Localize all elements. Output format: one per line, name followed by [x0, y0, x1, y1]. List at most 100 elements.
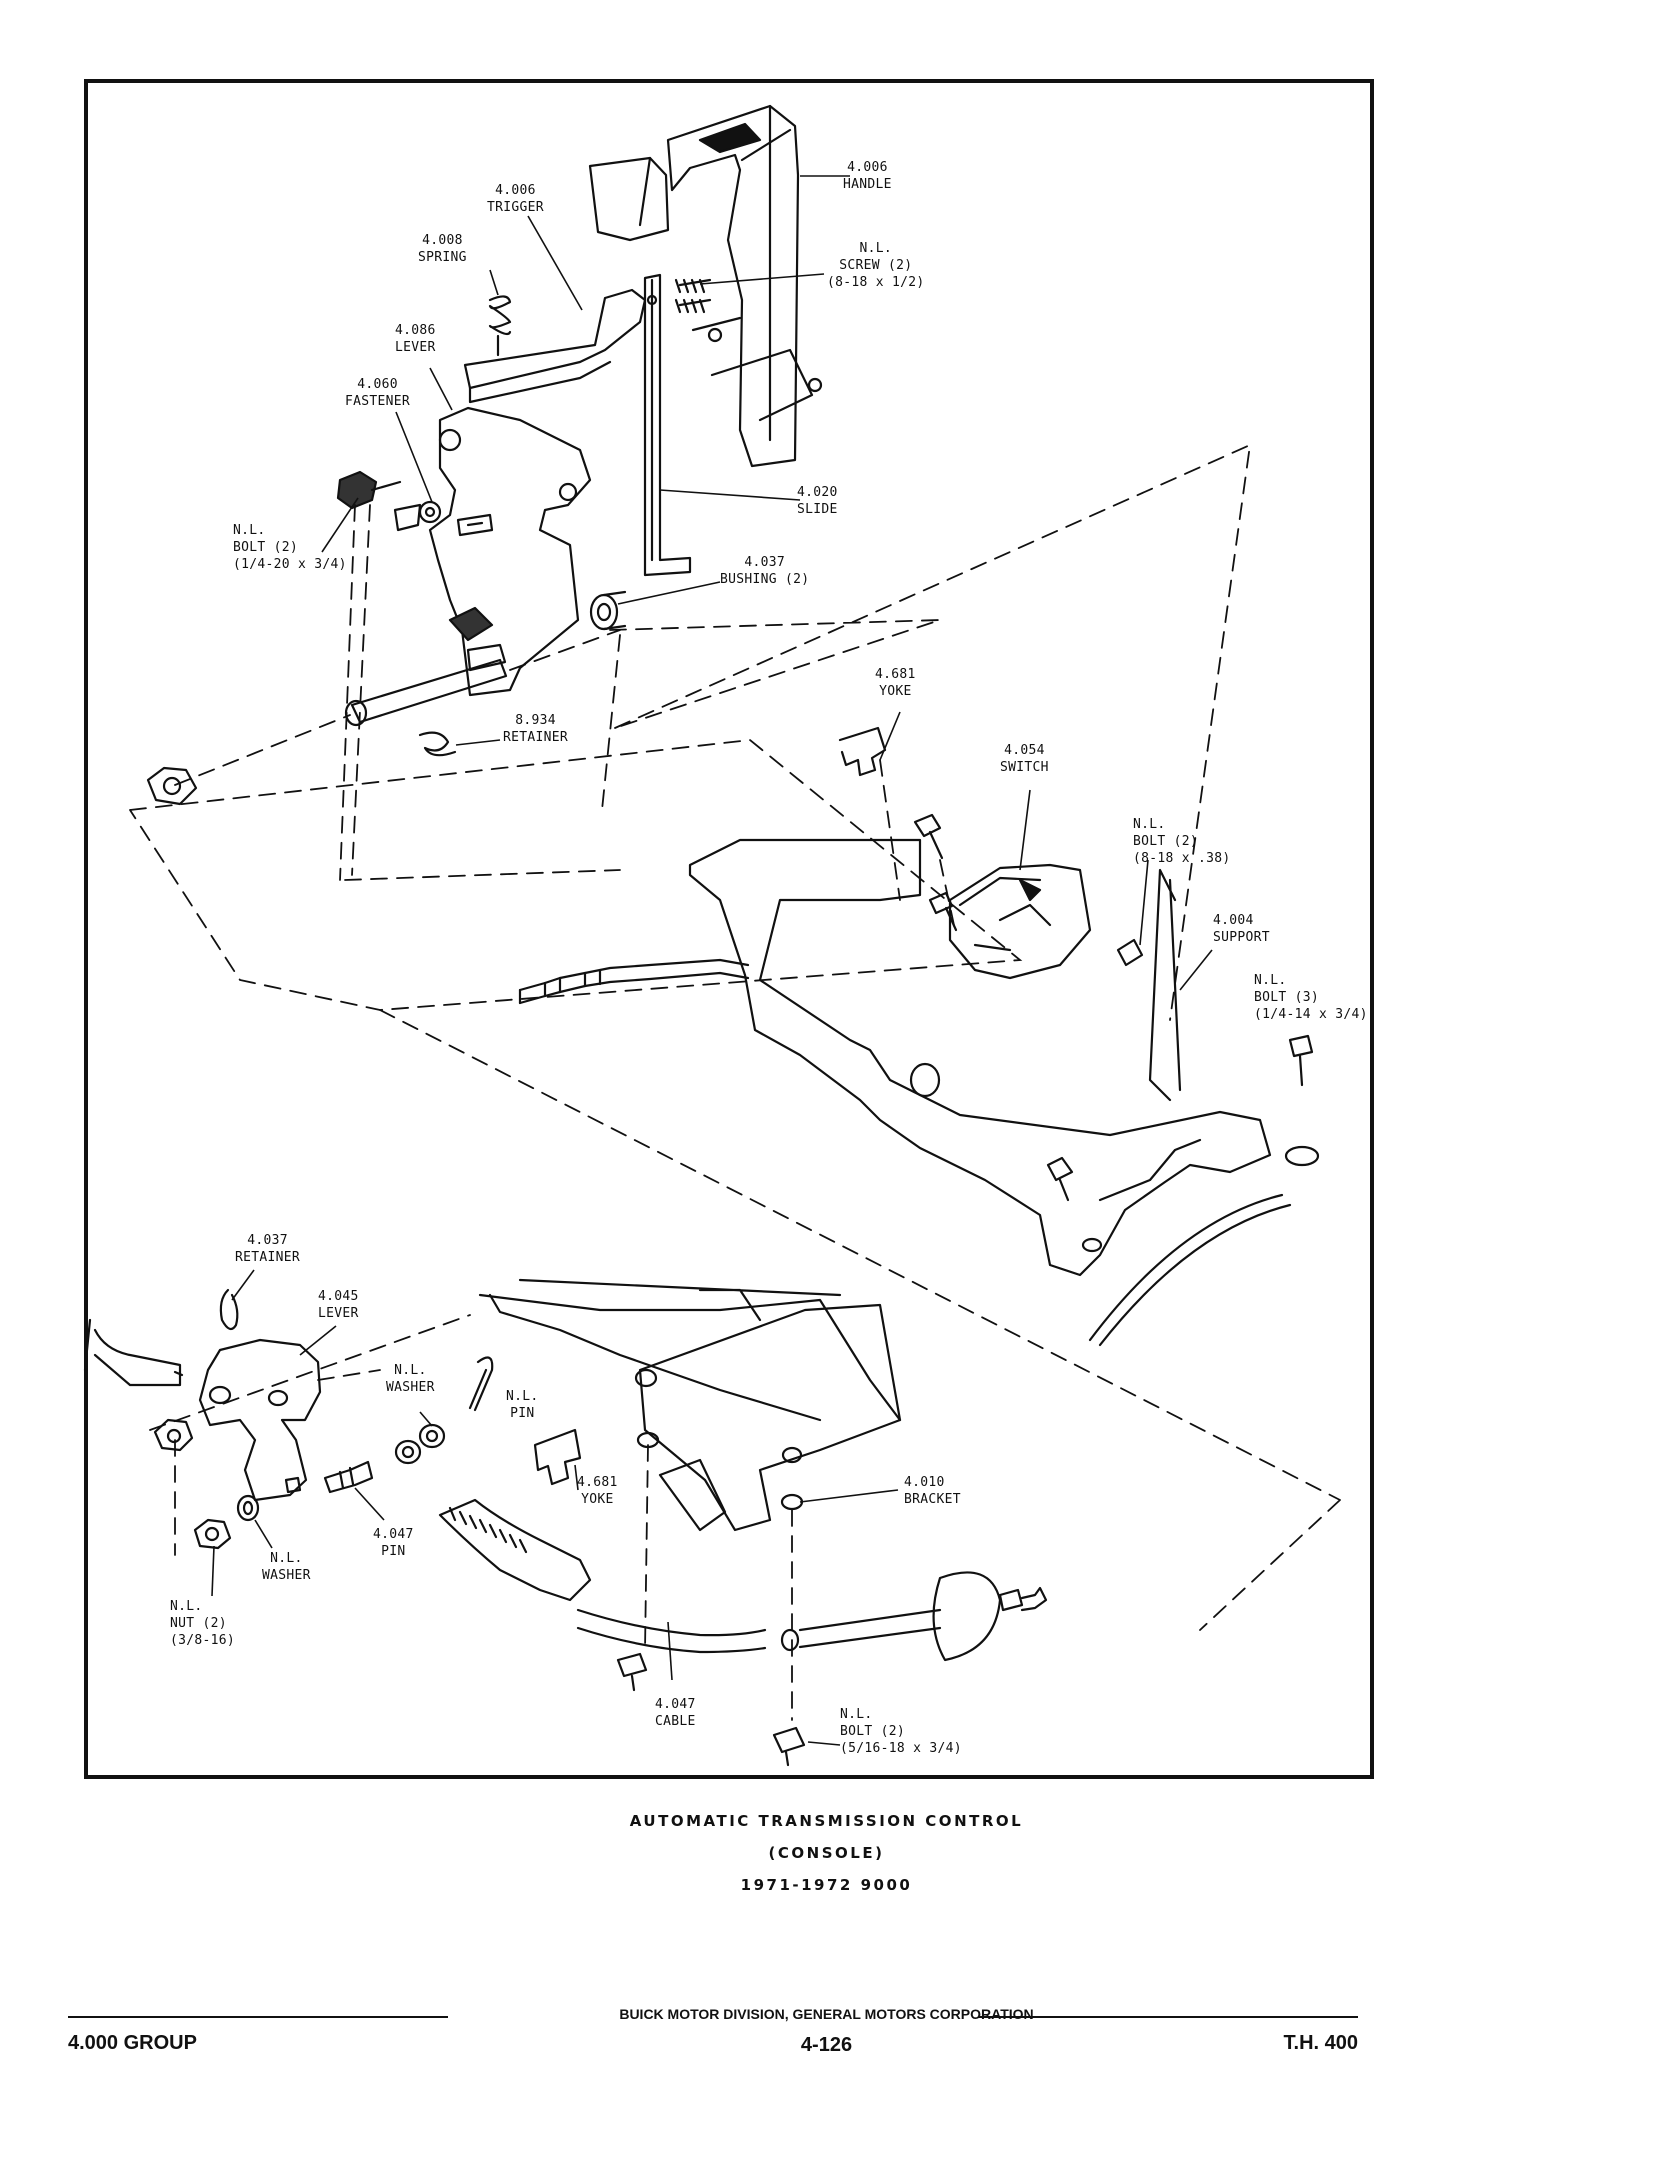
leader-bolt-switch — [1139, 859, 1149, 946]
handle-part — [666, 104, 823, 468]
bolt-top-left — [336, 470, 402, 510]
label-nl-bolt-switch-num: N.L. — [1133, 817, 1166, 832]
label-nl-screw-name: SCREW (2) — [839, 258, 913, 273]
cable-bottom-part — [438, 1498, 942, 1654]
washer-bottom-top — [418, 1423, 446, 1449]
floor-pan-edge — [1088, 1193, 1292, 1347]
label-handle: 4.006 HANDLE — [843, 159, 892, 193]
leader-trigger — [527, 215, 583, 311]
label-bushing-name: BUSHING (2) — [720, 572, 810, 587]
cable-eye — [394, 1439, 422, 1465]
bracket-part — [478, 1293, 902, 1532]
label-nl-bolt-support: N.L. BOLT (3) (1/4-14 x 3/4) — [1254, 972, 1368, 1023]
label-nl-bolt-bottom-spec: (5/16-18 x 3/4) — [840, 1741, 962, 1756]
label-nl-washer-top: N.L. WASHER — [386, 1362, 435, 1396]
diagram-frame — [84, 79, 1374, 1779]
label-switch: 4.054 SWITCH — [1000, 742, 1049, 776]
label-bracket-num: 4.010 — [904, 1475, 945, 1490]
label-nl-screw-num: N.L. — [859, 241, 893, 256]
footer-rule-left — [68, 2016, 448, 2018]
label-switch-name: SWITCH — [1000, 760, 1049, 775]
label-nl-bolt-support-num: N.L. — [1254, 973, 1287, 988]
label-nl-pin-name: PIN — [510, 1406, 535, 1421]
label-retainer-bottom: 4.037 RETAINER — [235, 1232, 300, 1266]
label-yoke-top-name: YOKE — [879, 684, 912, 699]
phantom-line-vertical-a — [339, 504, 621, 881]
lever-bolt — [456, 513, 494, 537]
phantom-line-shaft — [174, 629, 621, 786]
support-bolt-lower — [1046, 1156, 1074, 1202]
bushing-part — [589, 590, 627, 631]
label-nl-bolt-support-name: BOLT (3) — [1254, 990, 1320, 1005]
leader-washer-bottom — [254, 1519, 273, 1549]
trigger-part — [463, 156, 670, 404]
leader-bolt-top — [321, 497, 359, 553]
label-cable: 4.047 CABLE — [655, 1696, 696, 1730]
footer-division: BUICK MOTOR DIVISION, GENERAL MOTORS COR… — [619, 2006, 1034, 2022]
phantom-line-bolt-drop — [644, 1444, 793, 1721]
leader-support — [1179, 949, 1213, 991]
label-spring-name: SPRING — [418, 250, 467, 265]
leader-cable — [667, 1621, 673, 1681]
nut-bottom-left-lower — [193, 1518, 232, 1550]
label-handle-num: 4.006 — [847, 160, 888, 175]
screw-lower — [674, 298, 712, 314]
label-yoke-top-num: 4.681 — [875, 667, 916, 682]
label-nl-bolt-top: N.L. BOLT (2) (1/4-20 x 3/4) — [233, 522, 347, 573]
label-nl-washer-top-name: WASHER — [386, 1380, 435, 1395]
lever-bottom-part — [198, 1338, 322, 1502]
label-nl-nut: N.L. NUT (2) (3/8-16) — [170, 1598, 235, 1649]
label-spring-num: 4.008 — [422, 233, 463, 248]
phantom-line-vertical-b — [601, 634, 621, 811]
label-spring: 4.008 SPRING — [418, 232, 467, 266]
phantom-line-bottom-shaft — [149, 1314, 471, 1556]
label-retainer-bottom-name: RETAINER — [235, 1250, 301, 1265]
leader-fastener — [395, 411, 433, 503]
leader-yoke-bottom — [574, 1464, 579, 1491]
label-bushing: 4.037 BUSHING (2) — [720, 554, 809, 588]
label-lever-bottom-name: LEVER — [318, 1306, 359, 1321]
label-nl-bolt-bottom: N.L. BOLT (2) (5/16-18 x 3/4) — [840, 1706, 962, 1757]
leader-lever-bottom — [299, 1325, 337, 1356]
label-bushing-num: 4.037 — [744, 555, 786, 570]
caption-years: 1971-1972 9000 — [740, 1876, 913, 1894]
label-nl-nut-spec: (3/8-16) — [170, 1633, 236, 1648]
bolt-bottom-right — [772, 1726, 806, 1767]
label-retainer-top-name: RETAINER — [503, 730, 569, 745]
label-nl-nut-name: NUT (2) — [170, 1616, 227, 1631]
label-yoke-top: 4.681 YOKE — [875, 666, 916, 700]
retainer-bottom-part — [219, 1288, 239, 1331]
label-nl-bolt-switch: N.L. BOLT (2) (8-18 x .38) — [1133, 816, 1231, 867]
label-support-name: SUPPORT — [1213, 930, 1270, 945]
footer-group: 4.000 GROUP — [68, 2032, 197, 2054]
bolt-bottom-cable — [616, 1652, 648, 1692]
caption-subtitle: (CONSOLE) — [768, 1844, 885, 1862]
label-nl-pin: N.L. PIN — [506, 1388, 539, 1422]
cable-upper-part — [518, 958, 750, 1005]
label-fastener-num: 4.060 — [357, 377, 398, 392]
label-nl-washer-bottom-name: WASHER — [262, 1568, 311, 1583]
label-trigger-name: TRIGGER — [487, 200, 544, 215]
label-nl-bolt-bottom-num: N.L. — [840, 1707, 873, 1722]
label-nl-screw-spec: (8-18 x 1/2) — [827, 275, 925, 290]
footer-code: T.H. 400 — [1283, 2032, 1358, 2054]
label-retainer-top-num: 8.934 — [515, 713, 556, 728]
label-nl-bolt-switch-name: BOLT (2) — [1133, 834, 1199, 849]
nut-bottom-left-upper — [153, 1418, 194, 1452]
leader-pin — [354, 1487, 385, 1521]
label-trigger: 4.006 TRIGGER — [487, 182, 544, 216]
label-slide-num: 4.020 — [797, 485, 838, 500]
leader-yoke-top — [879, 711, 901, 761]
lever-top-part — [428, 406, 592, 697]
phantom-line-switch-drop — [879, 759, 956, 931]
slide-part — [643, 273, 692, 577]
label-lever-bottom-num: 4.045 — [318, 1289, 359, 1304]
label-handle-name: HANDLE — [843, 177, 892, 192]
stud-left — [83, 1318, 184, 1387]
leader-nut — [211, 1545, 215, 1597]
label-nl-bolt-top-name: BOLT (2) — [233, 540, 299, 555]
console-outline — [488, 1278, 842, 1422]
footer-rule-right — [978, 2016, 1358, 2018]
switch-bolt-c — [1116, 938, 1144, 967]
